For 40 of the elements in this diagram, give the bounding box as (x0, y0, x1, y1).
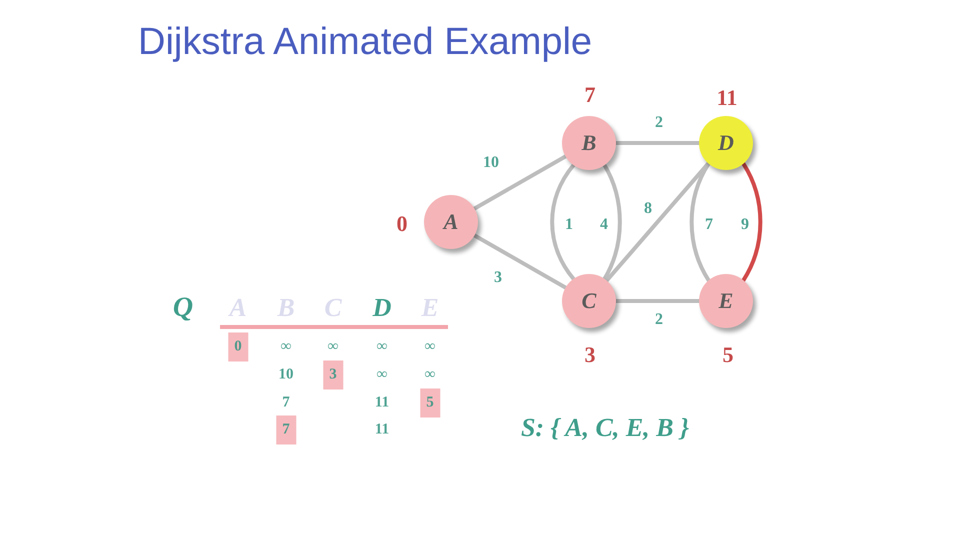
highlighted-value: 7 (276, 416, 296, 444)
table-value: ∞ (424, 338, 436, 356)
highlighted-value: 5 (420, 388, 440, 418)
column-header: D (372, 293, 392, 323)
table-value: 11 (374, 422, 390, 438)
node-letter: D (718, 132, 734, 154)
table-value: 7 (282, 394, 290, 412)
title: Dijkstra Animated Example (138, 22, 592, 64)
node-letter: A (444, 211, 458, 233)
set-label: S: { A, C, E, B } (520, 413, 690, 443)
edge-line (602, 163, 622, 281)
graph-node (562, 116, 616, 170)
distance-label: 0 (396, 211, 408, 237)
distance-label: 11 (716, 85, 738, 111)
edge-line (550, 163, 576, 281)
graph-node (562, 274, 616, 328)
table-value: ∞ (424, 366, 436, 384)
node-letter: E (718, 290, 734, 312)
table-value: ∞ (376, 366, 388, 384)
edge-line (614, 141, 701, 145)
distance-label: 5 (722, 342, 734, 368)
table-value: ∞ (376, 338, 388, 356)
edge-line (614, 299, 701, 303)
table-value: ∞ (328, 338, 338, 356)
edge-line (472, 154, 568, 211)
distance-label: 7 (584, 82, 596, 108)
node-letter: B (582, 132, 596, 154)
node-letter: C (582, 290, 596, 312)
table-value: ∞ (280, 338, 292, 356)
graph-node (424, 195, 478, 249)
highlighted-value: 3 (323, 360, 343, 390)
queue-symbol: Q (172, 292, 194, 324)
table-value: 11 (374, 394, 390, 412)
graph-node (699, 274, 753, 328)
edge-line (472, 233, 568, 290)
edge-line (741, 162, 762, 282)
distance-label: 3 (584, 342, 596, 368)
highlighted-value: 0 (228, 332, 248, 362)
table-value: 10 (278, 366, 294, 384)
graph-node (699, 116, 753, 170)
